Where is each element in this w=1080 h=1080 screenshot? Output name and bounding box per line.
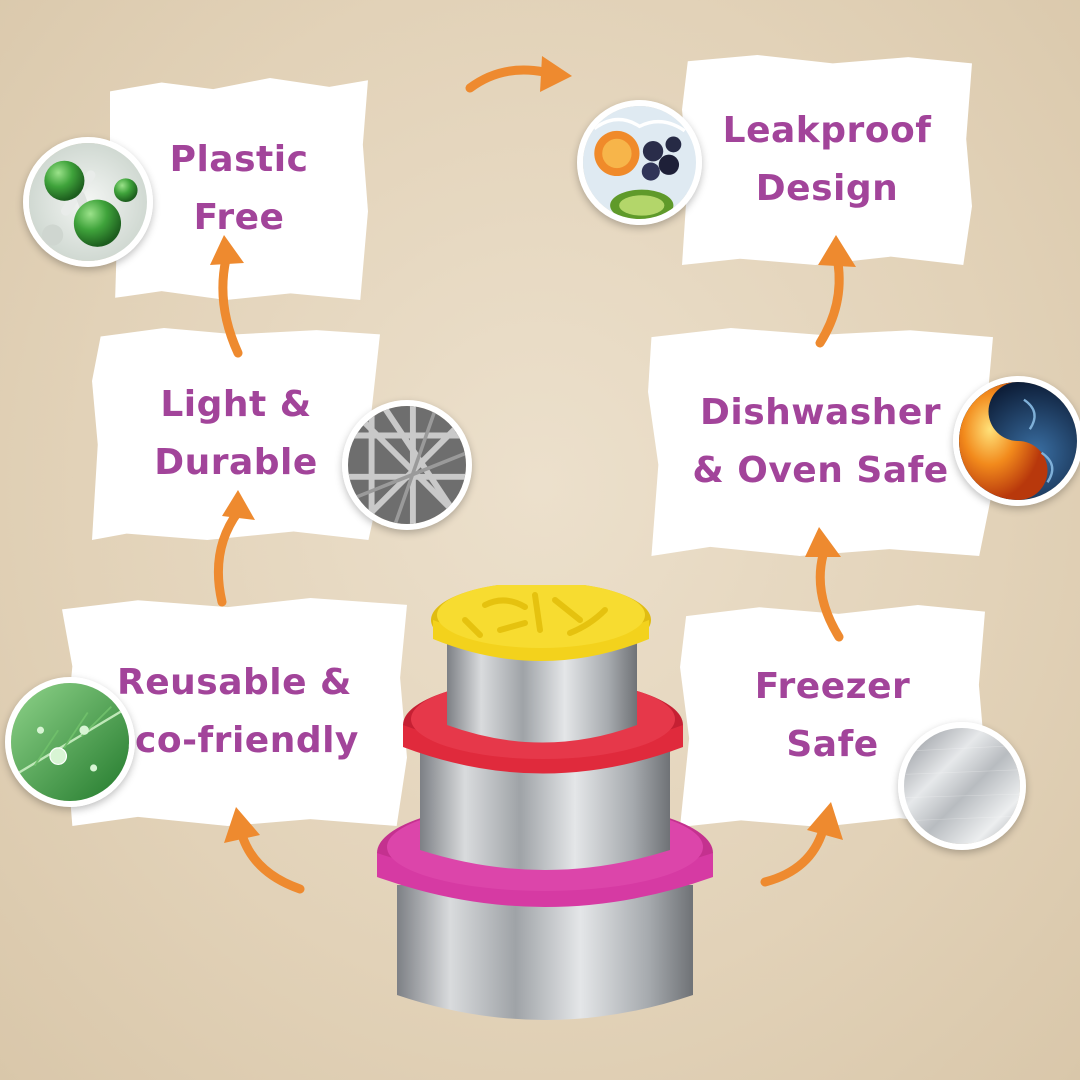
arrow-reusable-to-light-icon [213, 490, 255, 607]
brushed-steel-icon [898, 722, 1026, 850]
feature-card-freezer: Freezer Safe [680, 605, 985, 827]
small-container [431, 585, 651, 743]
fire-ice-icon [953, 376, 1080, 506]
arrow-plastic-to-leakproof-icon [465, 56, 572, 93]
fruit-splash-icon [577, 100, 702, 225]
feature-title-line-1: Plastic [169, 139, 309, 180]
feature-title-line-2: Free [193, 197, 285, 238]
feature-title-line-2: eco-friendly [110, 720, 359, 761]
feature-card-reusable: Reusable & eco-friendly [62, 598, 407, 826]
feature-title-line-2: Safe [786, 724, 879, 765]
arrow-to-reusable-icon [224, 807, 305, 894]
feature-card-leakproof: Leakproof Design [682, 55, 972, 265]
arrow-freezer-to-dishwasher-icon [805, 527, 844, 642]
feature-title-line-1: Reusable & [117, 662, 352, 703]
feature-title-line-1: Freezer [754, 666, 911, 707]
feature-card-dishwasher: Dishwasher & Oven Safe [648, 328, 993, 556]
feature-title-line-2: Durable [154, 442, 318, 483]
plastic-molecule-icon [23, 137, 153, 267]
feature-title-line-2: & Oven Safe [692, 450, 949, 491]
steel-lattice-icon [342, 400, 472, 530]
feature-title-line-2: Design [755, 168, 899, 209]
arrow-leakproof-from-dishwasher-icon [815, 235, 856, 348]
feature-card-light-durable: Light & Durable [92, 328, 380, 540]
feature-title-line-1: Leakproof [722, 110, 932, 151]
stacked-containers-image [377, 585, 713, 1020]
arrow-light-to-plastic-icon [210, 235, 244, 358]
feature-title-line-1: Light & [160, 384, 312, 425]
leaf-water-drop-icon [5, 677, 135, 807]
feature-title-line-1: Dishwasher [699, 392, 942, 433]
arrow-to-freezer-icon [760, 802, 843, 887]
